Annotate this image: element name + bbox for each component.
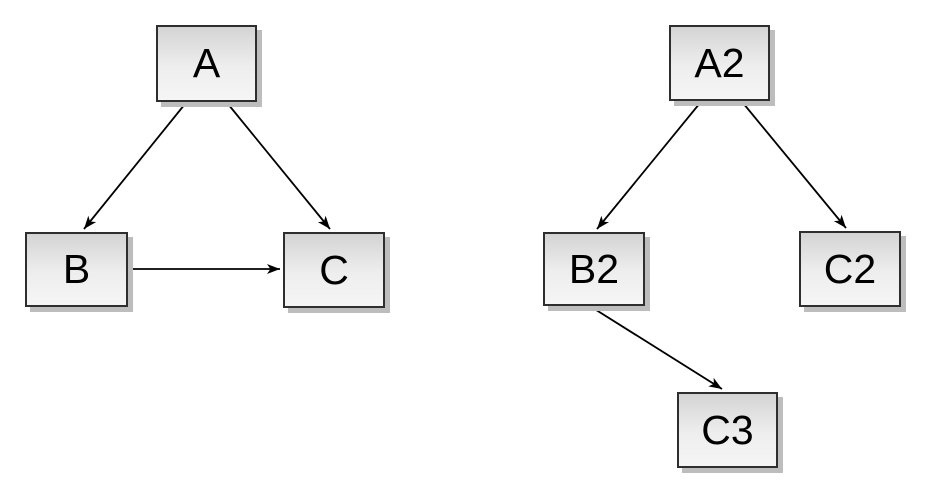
edge-A2-B2 <box>596 102 701 230</box>
node-C2[interactable]: C2 <box>799 231 901 307</box>
edge-A-C <box>227 103 331 230</box>
edge-B2-C3 <box>592 307 723 390</box>
node-C3[interactable]: C3 <box>677 392 778 468</box>
node-B[interactable]: B <box>25 232 128 307</box>
node-B2[interactable]: B2 <box>543 232 645 306</box>
node-A[interactable]: A <box>156 25 257 102</box>
node-B-label: B <box>62 246 91 292</box>
node-C-label: C <box>319 246 349 293</box>
node-A-label: A <box>192 40 221 86</box>
node-A2[interactable]: A2 <box>669 25 770 101</box>
node-C3-label: C3 <box>701 406 754 453</box>
node-C2-label: C2 <box>823 245 877 292</box>
edge-A2-C2 <box>742 102 847 229</box>
node-C[interactable]: C <box>283 232 385 308</box>
node-A2-label: A2 <box>694 39 745 86</box>
edge-A-B <box>83 103 186 230</box>
node-B2-label: B2 <box>568 245 620 292</box>
